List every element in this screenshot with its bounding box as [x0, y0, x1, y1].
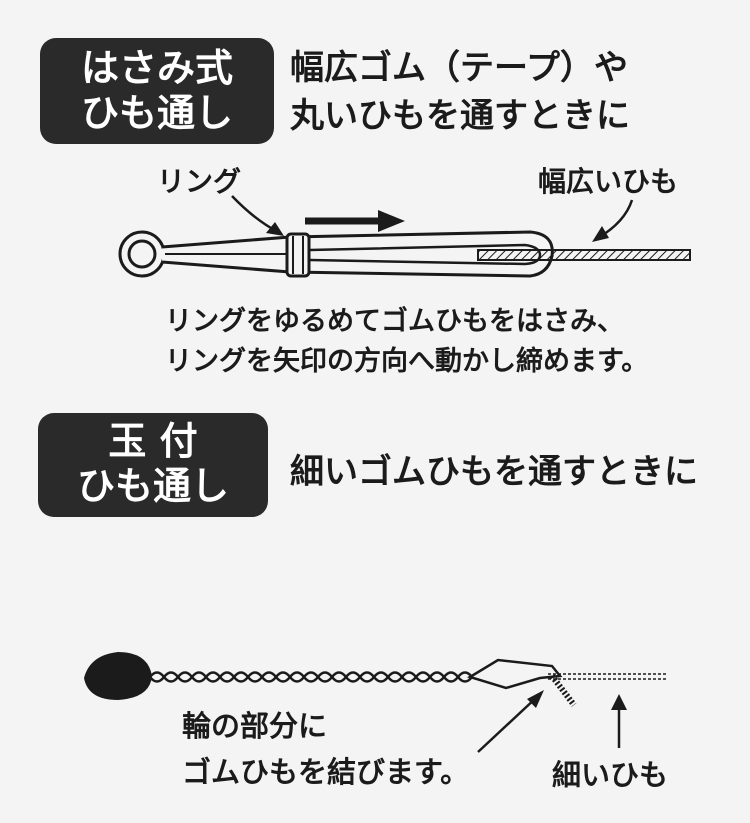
wide-cord-icon [477, 249, 691, 261]
instruction-line-2: リングを矢印の方向へ動かし締めます。 [165, 346, 649, 377]
note-line-2: ゴムひもを結びます。 [182, 755, 470, 789]
thin-cord-pointer-arrow-icon [611, 694, 627, 748]
heading-line-2: 丸いひもを通すときに [290, 96, 630, 136]
wire-loop-icon [466, 658, 563, 690]
badge-line-1: 玉 付 [108, 419, 198, 463]
ball-type-heading: 細いゴムひもを通すときに [290, 452, 698, 492]
loop-pointer-arrow-icon [477, 690, 544, 753]
ball-type-badge: 玉 付 ひも通し [38, 413, 268, 517]
ball-threader-illustration [84, 652, 668, 753]
heading-line-1: 幅広ゴム（テープ）や [290, 48, 628, 88]
scissor-type-heading: 幅広ゴム（テープ）や 丸いひもを通すときに [290, 44, 630, 140]
scissor-instructions: リングをゆるめてゴムひもをはさみ、 リングを矢印の方向へ動かし締めます。 [165, 302, 648, 382]
twisted-wire [149, 671, 473, 683]
direction-arrow-icon [305, 210, 405, 232]
thin-cord-icon [548, 673, 668, 707]
wide-cord-label: 幅広いひも [538, 165, 679, 198]
thin-cord-label: 細いひも [552, 758, 669, 792]
ring-collar-icon [285, 232, 311, 278]
scissor-type-badge: はさみ式 ひも通し [40, 38, 274, 144]
loop-note: 輪の部分に ゴムひもを結びます。 [182, 703, 469, 795]
ball-tip-icon [84, 652, 152, 700]
cord-pointer-arrow-icon [592, 199, 634, 242]
ring-label: リング [157, 165, 242, 198]
badge-line-2: ひも通し [76, 464, 229, 508]
ring-pointer-arrow-icon [231, 195, 284, 236]
badge-line-1: はさみ式 [80, 46, 233, 90]
badge-line-2: ひも通し [80, 91, 233, 135]
note-line-1: 輪の部分に [182, 709, 328, 743]
instruction-line-1: リングをゆるめてゴムひもをはさみ、 [165, 306, 624, 337]
scissor-threader-illustration [118, 195, 691, 278]
